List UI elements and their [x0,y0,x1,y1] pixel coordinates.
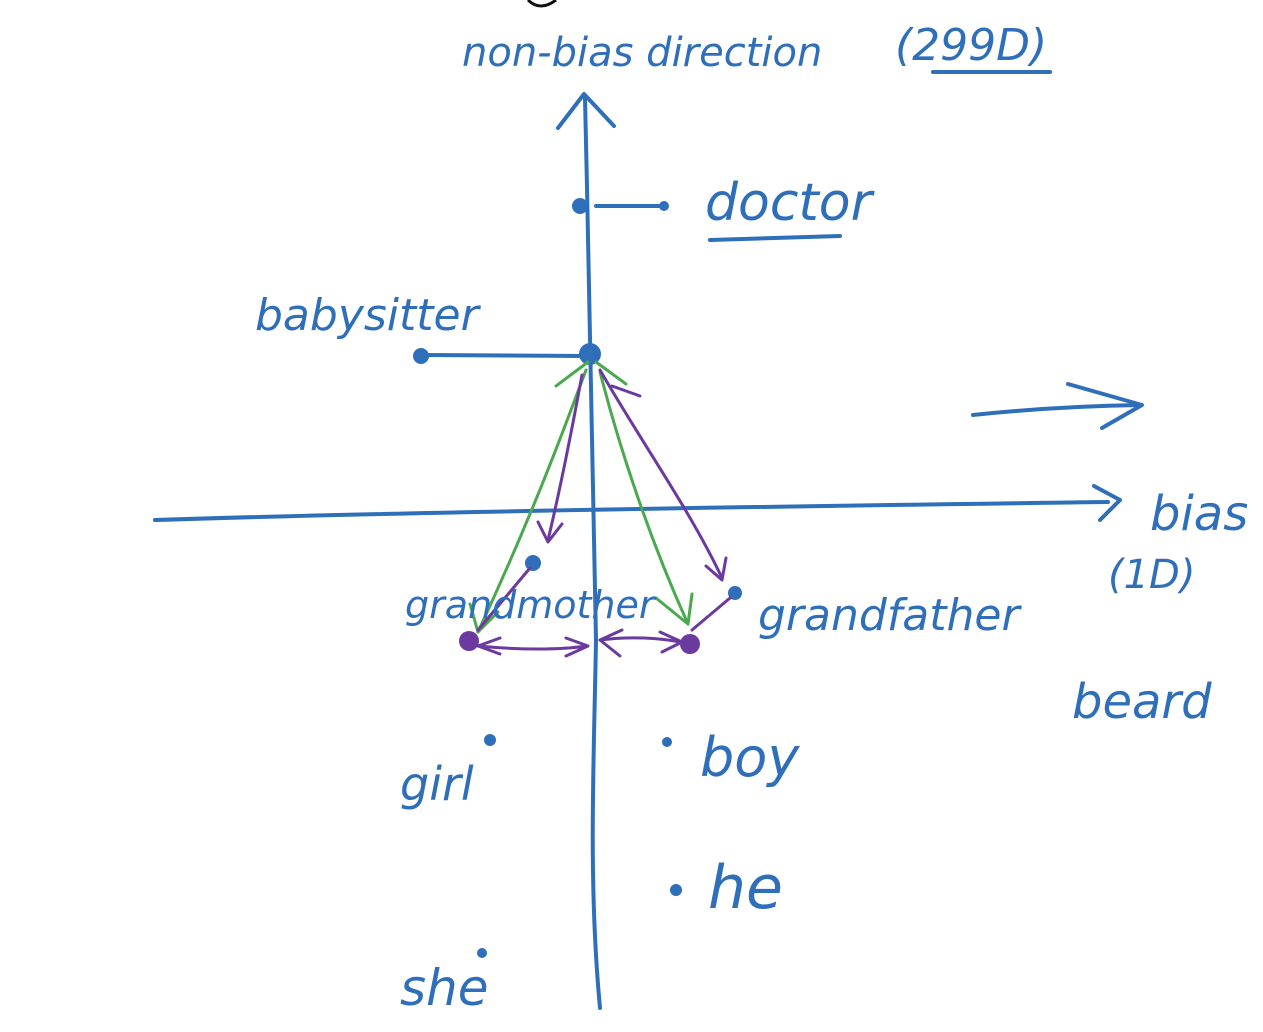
she-point [477,948,487,958]
green-arrow-origin-left [554,360,590,388]
distance-arrow-left-head-b [476,636,502,656]
green-arrow-to-grandfather [598,370,690,626]
purple-arrow-left-head [536,520,564,544]
grandmother-equalized-point [459,631,479,651]
vertical-axis-arrowhead [556,92,616,130]
she-label: she [400,959,489,1017]
distance-arrow-right-head-a [598,628,624,658]
green-arrow-to-grandfather-head [654,592,694,626]
purple-arrow-top-right [610,384,642,398]
he-label: he [708,853,783,923]
green-arrow-to-grandmother [476,368,588,634]
bias-direction-arrowhead [1066,382,1144,430]
distance-arrow-right-head-b [658,630,684,654]
vertical-axis-label: non-bias direction [462,30,822,76]
purple-arrow-left [546,373,584,542]
doctor-underline [708,234,842,242]
horizontal-axis [153,500,1110,522]
horizontal-axis-arrowhead [1092,484,1122,522]
grandfather-label: grandfather [758,590,1022,641]
babysitter-point [413,348,429,364]
grandfather-equalized-point [680,634,700,654]
purple-arrow-right-head [704,556,728,582]
boy-label: boy [700,726,800,789]
girl-point [484,734,496,746]
horizontal-axis-label: bias [1150,486,1248,542]
beard-label: beard [1072,674,1212,730]
babysitter-label: babysitter [255,290,482,341]
grandmother-label: grandmother [405,583,657,627]
vertical-axis [583,96,602,1010]
doctor-connector-end [659,201,669,211]
he-point [670,884,682,896]
girl-label: girl [400,757,474,811]
vertical-axis-dimension: (299D) [895,20,1047,71]
bias-direction-arrow [971,403,1142,417]
babysitter-projection-line [423,353,587,358]
distance-arrow-left-head-a [564,636,590,658]
grandmother-move-arrow [476,566,532,632]
doctor-point [572,198,588,214]
horizontal-axis-dimension: (1D) [1108,552,1195,598]
babysitter-projection-point [579,343,601,365]
grandfather-original-point [728,586,742,600]
boy-point [662,737,672,747]
purple-arrow-right [598,368,724,580]
green-arrow-origin-right [594,360,628,386]
distance-arrow-left [476,644,588,651]
green-arrow-to-grandmother-head [468,602,500,634]
cropped-heading-glyph [526,0,557,8]
distance-arrow-right [598,636,682,644]
doctor-label: doctor [705,173,876,233]
grandfather-move-arrow [690,596,732,632]
grandmother-original-point [525,555,541,571]
